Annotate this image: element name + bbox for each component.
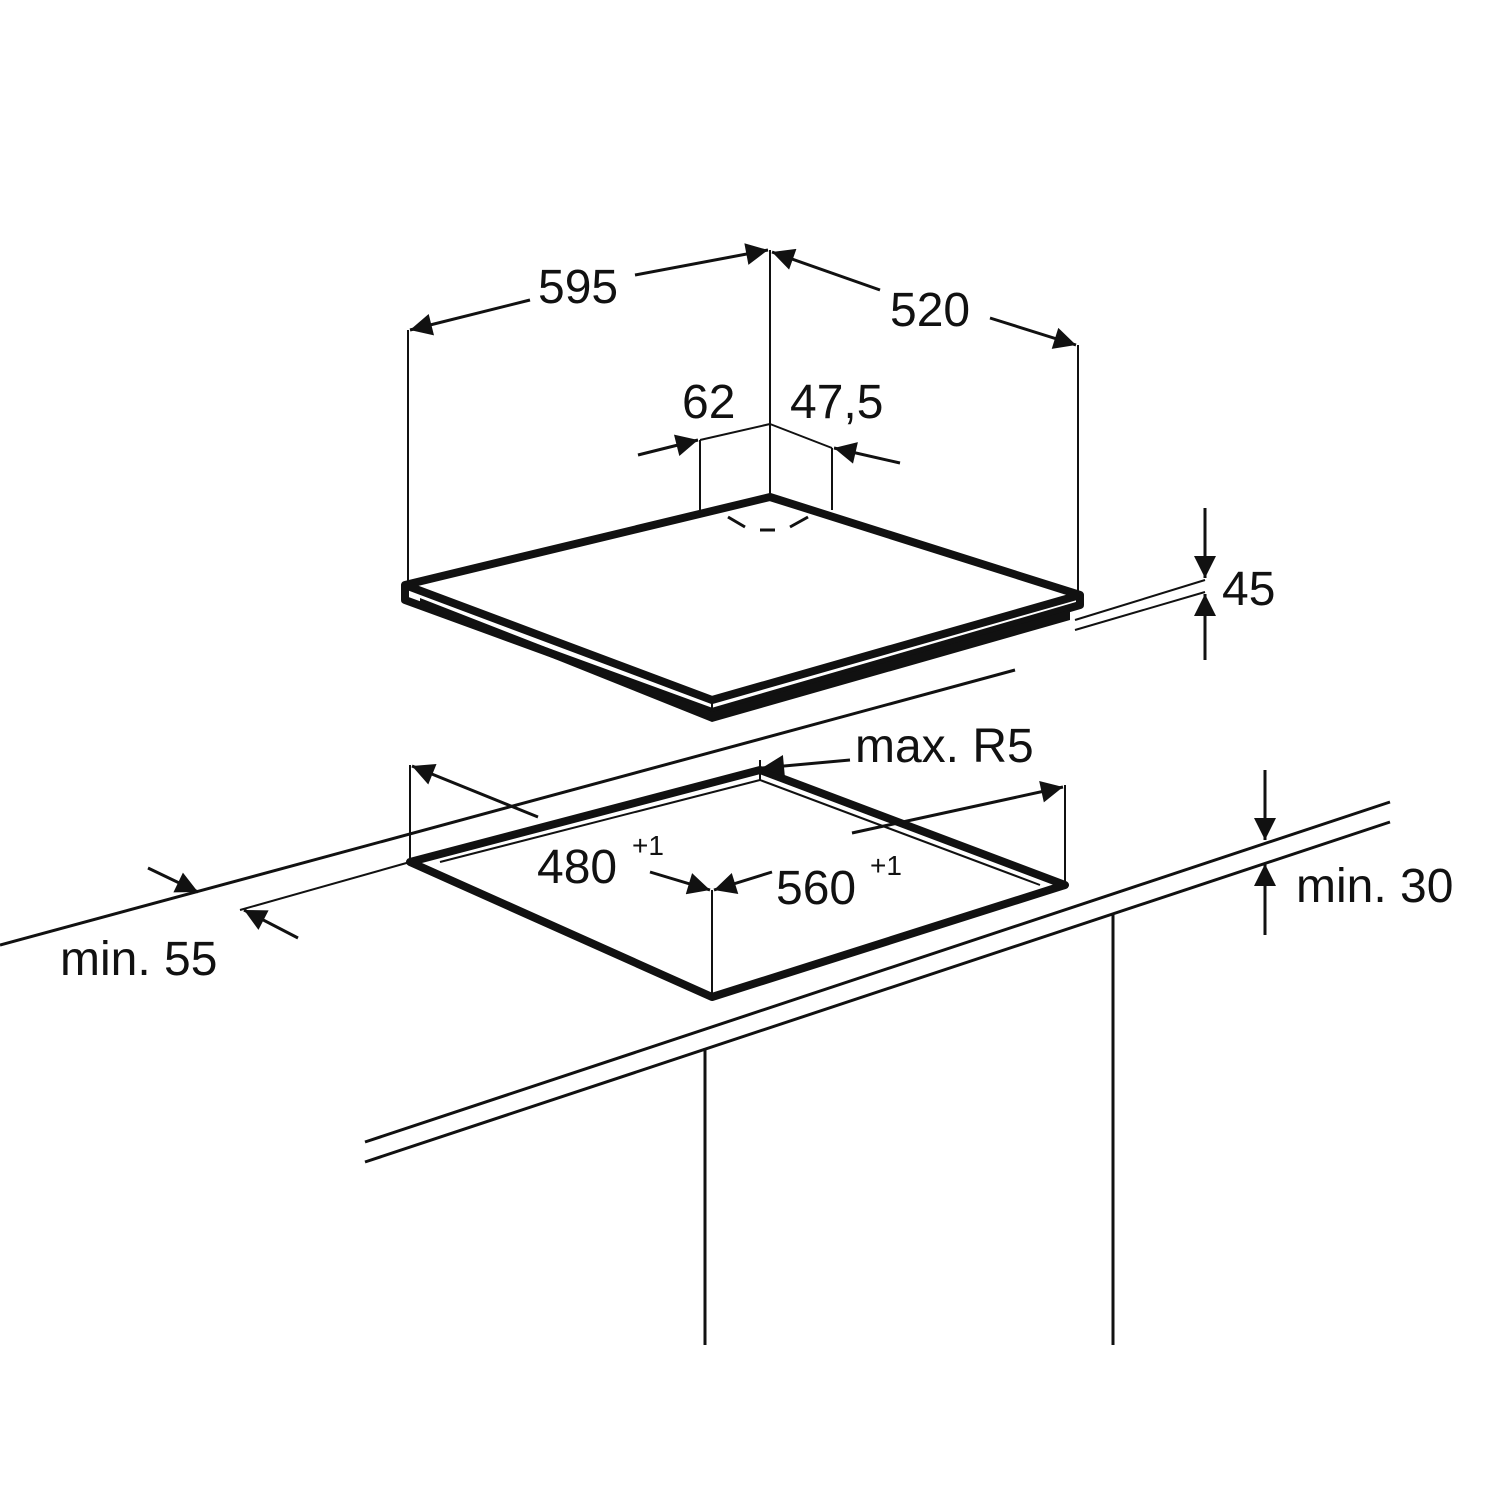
hob-offset-right-label: 47,5: [790, 376, 883, 429]
cutout-depth-tolerance: +1: [632, 830, 664, 861]
cutout-depth-label: 480: [537, 841, 617, 894]
cutout-radius-label: max. R5: [855, 720, 1034, 773]
hidden-edge: [727, 515, 809, 532]
cutout-width-label: 560: [776, 862, 856, 915]
front-distance-label: min. 55: [60, 933, 217, 986]
worktop-thickness-label: min. 30: [1296, 860, 1453, 913]
cutout-width-tolerance: +1: [870, 850, 902, 881]
hob-dimensions: [407, 243, 1216, 660]
worktop: [0, 668, 1391, 1345]
hob-width-label: 595: [538, 261, 618, 314]
hob-height-label: 45: [1222, 563, 1275, 616]
hob-offset-left-label: 62: [682, 376, 735, 429]
hob: [401, 493, 1084, 722]
cutout: [147, 755, 1276, 1001]
hob-depth-label: 520: [890, 284, 970, 337]
